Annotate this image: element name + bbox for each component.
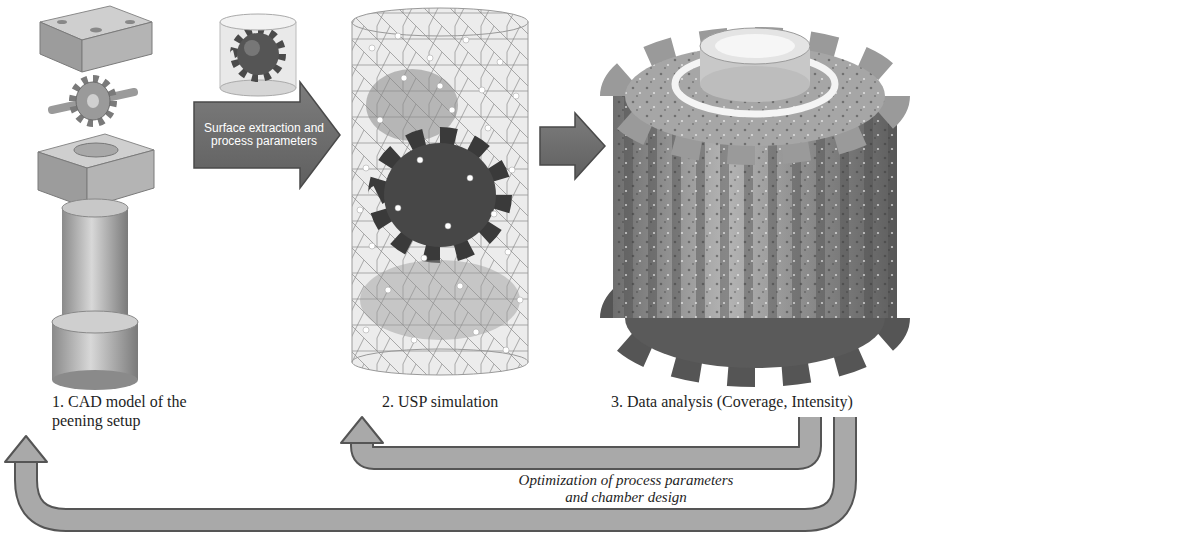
extracted-surface-part (220, 14, 296, 30)
simulation-mesh-part (421, 255, 427, 261)
gear-result (613, 28, 897, 374)
simulation-mesh-part (357, 33, 523, 353)
simulation-mesh-part (363, 165, 369, 171)
cad-model-part (87, 94, 99, 108)
cad-model-box: 1. CAD model of the peening setup (4, 4, 194, 436)
process-arrow (540, 113, 605, 179)
simulation-mesh-part (463, 37, 469, 43)
simulation-mesh-part (360, 260, 520, 340)
simulation-mesh-part (485, 125, 491, 131)
simulation-mesh-part (395, 205, 401, 211)
cad-model-part (125, 20, 135, 24)
cad-model-part (76, 82, 110, 120)
extracted-surface-part (220, 80, 296, 96)
simulation-mesh-part (449, 107, 455, 113)
simulation-mesh-part (411, 337, 417, 343)
simulation-mesh-part (352, 22, 528, 362)
step-caption: 2. USP simulation (382, 392, 536, 411)
simulation-mesh-part (457, 283, 463, 289)
simulation-mesh-part (505, 249, 511, 255)
simulation-mesh-part (479, 87, 485, 93)
simulation-mesh-part (352, 349, 528, 375)
simulation-mesh-part (369, 45, 375, 51)
simulation-mesh-part (378, 137, 502, 253)
feedback-arrow-body (362, 417, 810, 458)
simulation-mesh (352, 8, 528, 375)
extracted-surface-part (237, 33, 279, 75)
cad-model-part (90, 28, 102, 33)
simulation-mesh-part (369, 243, 375, 249)
simulation-mesh-part (503, 347, 509, 353)
simulation-mesh-part (437, 83, 443, 89)
simulation-mesh-part (357, 207, 363, 213)
simulation-mesh-part (509, 167, 515, 173)
extracted-surface-part (220, 22, 221, 88)
simulation-mesh-part (497, 59, 503, 65)
simulation-mesh-part (352, 8, 528, 36)
extracted-surface (220, 14, 296, 96)
cad-model (38, 6, 154, 390)
simulation-mesh-part (427, 55, 433, 61)
block-arrow (540, 113, 605, 179)
process-arrow (5, 417, 845, 520)
simulation-mesh-part (417, 157, 423, 163)
block-arrow (194, 82, 340, 188)
gear-result-part (700, 28, 810, 64)
cad-model-part (40, 22, 82, 72)
analysis-box: 3. Data analysis (Coverage, Intensity) (605, 15, 1045, 417)
extracted-surface-part (234, 30, 282, 78)
simulation-mesh-part (517, 297, 523, 303)
cad-model-part (62, 199, 128, 217)
cad-model-part (73, 79, 113, 123)
simulation-mesh-part (384, 143, 496, 247)
simulation-mesh-part (467, 175, 473, 181)
step-caption: 3. Data analysis (Coverage, Intensity) (611, 392, 1041, 411)
cad-model-part (62, 208, 128, 320)
arrow-head (341, 417, 383, 443)
process-arrow (341, 417, 810, 458)
feedback-arrow-outline (362, 417, 810, 458)
simulation-mesh-part (363, 327, 369, 333)
cad-model-part (52, 370, 138, 390)
simulation-mesh-part (445, 223, 451, 229)
cad-model-part (52, 92, 134, 110)
cad-model-part (74, 143, 118, 157)
simulation-mesh-part (491, 211, 497, 217)
cad-model-part (52, 311, 138, 333)
gear-result-part (715, 34, 795, 58)
gear-result-part (700, 66, 810, 102)
feedback-arrow-outline (26, 417, 845, 520)
simulation-mesh-part (401, 75, 407, 81)
simulation-mesh-part (385, 287, 391, 293)
arrow-label: Surface extraction and process parameter… (200, 122, 328, 148)
simulation-mesh-part (395, 33, 401, 39)
extracted-surface-part (220, 22, 296, 88)
step-caption: 1. CAD model of the peening setup (52, 392, 190, 430)
simulation-mesh-part (473, 329, 479, 335)
cad-model-part (82, 22, 152, 72)
cad-model-part (57, 20, 67, 24)
process-arrow (194, 82, 340, 188)
simulation-mesh-part (377, 117, 383, 123)
feedback-label: Optimization of process parameters and c… (506, 472, 746, 506)
simulation-box: 2. USP simulation (340, 8, 540, 417)
extracted-surface-part (296, 22, 297, 88)
arrow-head (5, 436, 47, 462)
feedback-arrow-body (26, 417, 845, 520)
simulation-mesh-part (513, 93, 519, 99)
extracted-surface-part (244, 40, 260, 56)
